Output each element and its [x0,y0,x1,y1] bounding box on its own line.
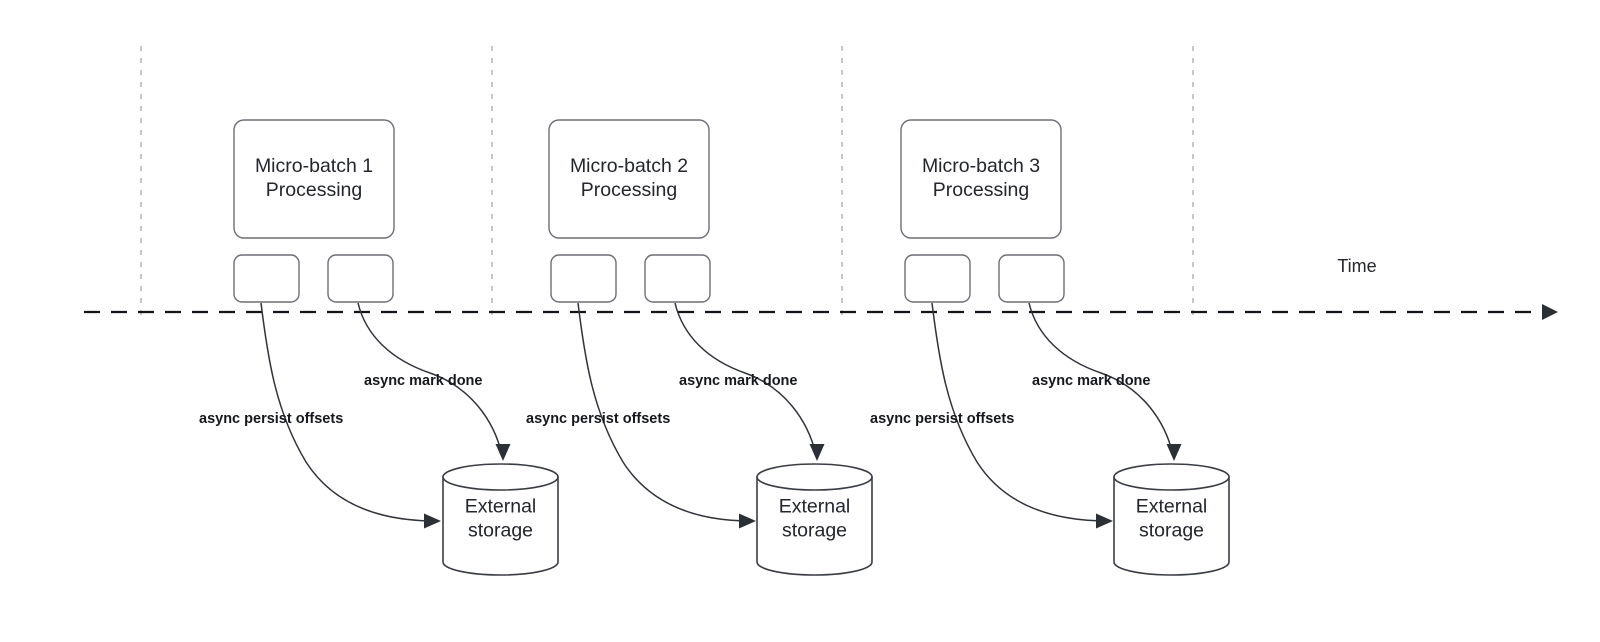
group-2-batch-box[interactable] [548,119,710,239]
group-3-tick-box-mark[interactable] [998,254,1065,303]
edges-layer [260,302,1182,529]
group-1-storage-cylinder-body[interactable] [442,476,559,576]
group-3-storage-cylinder-top [1113,463,1230,491]
group-2-edge-mark-done-arrowhead-icon [809,444,825,461]
group-2-batch-label-line1: Micro-batch 2 [570,155,688,177]
group-1-batch-label-line2: Processing [266,179,362,201]
group-1-storage-cylinder-top [442,463,559,491]
group-2-edge-persist-offsets-label: async persist offsets [526,411,670,427]
group-1-edge-mark-done-curve [357,302,503,456]
group-2-batch-label-line2: Processing [581,179,677,201]
group-2-storage-cylinder-top [756,463,873,491]
group-1-tick-box-mark[interactable] [327,254,394,303]
group-2-edge-mark-done-label: async mark done [679,373,797,389]
group-1-batch-label-line1: Micro-batch 1 [255,155,373,177]
group-1-edge-mark-done-arrowhead-icon [495,444,511,461]
group-3-edge-persist-offsets-label: async persist offsets [870,411,1014,427]
group-1-edge-mark-done-label: async mark done [364,373,482,389]
group-2-edge-persist-offsets-arrowhead-icon [739,513,756,529]
time-axis-arrow-icon [1542,304,1558,320]
group-3-batch-label-line2: Processing [933,179,1029,201]
group-3-storage-cylinder-body[interactable] [1113,476,1230,576]
group-3-edge-mark-done-arrowhead-icon [1166,444,1182,461]
group-1-batch-box[interactable] [233,119,395,239]
group-3-batch-box[interactable] [900,119,1062,239]
group-3-edge-mark-done-curve [1028,302,1174,456]
group-3-edge-mark-done-label: async mark done [1032,373,1150,389]
group-3-batch-label-line1: Micro-batch 3 [922,155,1040,177]
group-1-storage-label-line2: storage [468,520,533,542]
group-3-edge-persist-offsets-arrowhead-icon [1096,513,1113,529]
nodes-layer: Micro-batch 1ProcessingExternalstorageMi… [233,119,1230,576]
group-2-edge-persist-offsets-curve [577,302,752,522]
group-3-storage-label-line1: External [1136,496,1208,518]
time-axis-layer: Time [84,256,1558,320]
group-1-edge-persist-offsets-curve [260,302,437,522]
group-2-storage-label-line2: storage [782,520,847,542]
group-3-edge-persist-offsets-curve [931,302,1109,522]
group-2-tick-box-mark[interactable] [644,254,711,303]
group-1-storage-label-line1: External [465,496,537,518]
group-1-edge-persist-offsets-arrowhead-icon [424,513,441,529]
group-3-tick-box-persist[interactable] [904,254,971,303]
time-axis-label: Time [1337,256,1376,276]
group-1-edge-persist-offsets-label: async persist offsets [199,411,343,427]
group-2-edge-mark-done-curve [674,302,817,456]
group-2-tick-box-persist[interactable] [550,254,617,303]
group-2-storage-cylinder-body[interactable] [756,476,873,576]
group-2-storage-label-line1: External [779,496,851,518]
group-1-tick-box-persist[interactable] [233,254,300,303]
group-3-storage-label-line2: storage [1139,520,1204,542]
guide-lines-layer [140,46,1194,322]
labels-layer: async persist offsets async mark done asyn… [199,373,1150,427]
